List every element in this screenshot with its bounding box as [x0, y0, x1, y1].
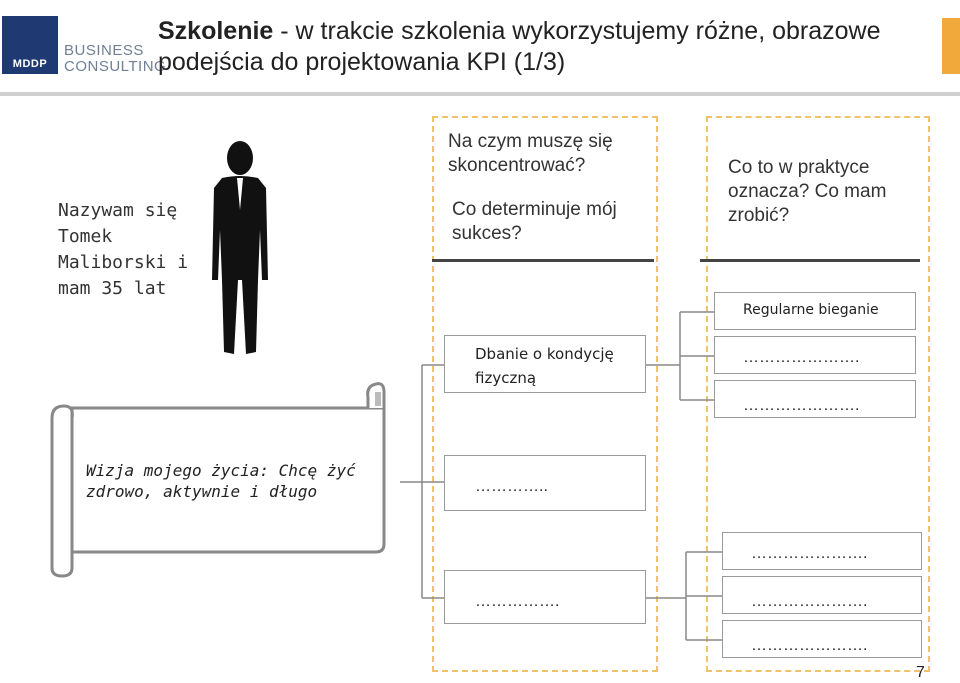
page-number: 7: [916, 664, 925, 682]
action-box: ………………….: [722, 576, 922, 614]
goal-box: …………..: [444, 455, 646, 511]
vision-text: Wizja mojego życia: Chcę żyć zdrowo, akt…: [86, 460, 386, 502]
goal-box: …………….: [444, 570, 646, 624]
action-box: ………………….: [722, 532, 922, 570]
goal-box: Dbanie o kondycję fizyczną: [444, 335, 646, 393]
action-box: ………………….: [722, 620, 922, 658]
action-box: Regularne bieganie: [714, 292, 916, 330]
action-box: ………………….: [714, 380, 916, 418]
action-box: ………………….: [714, 336, 916, 374]
